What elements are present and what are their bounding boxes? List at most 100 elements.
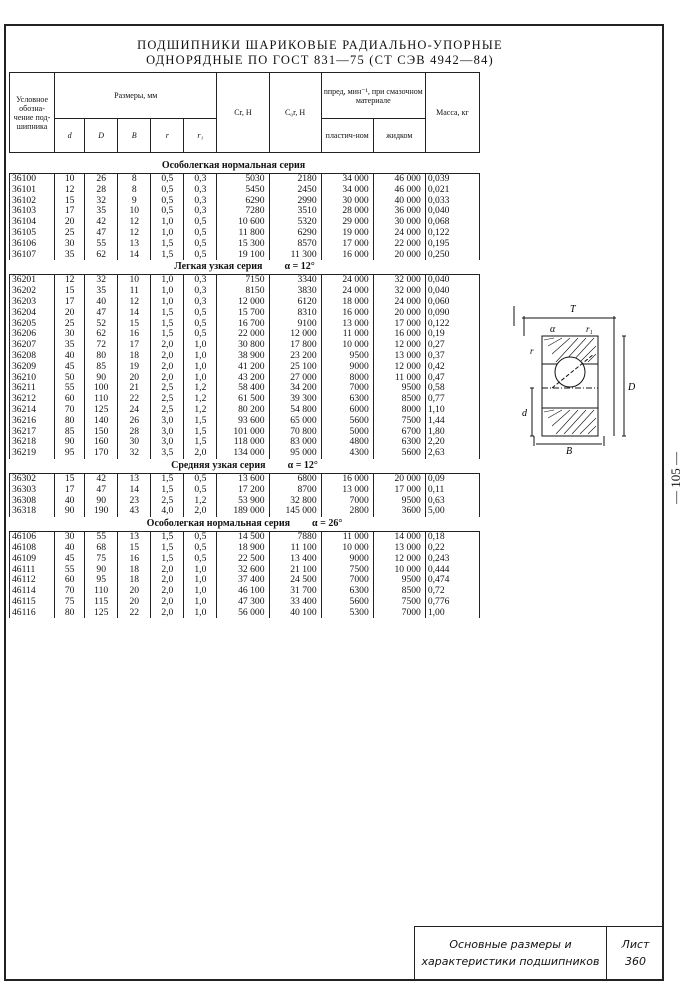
- header-D: D: [84, 118, 119, 153]
- table-cell: 36303: [8, 484, 56, 496]
- table-cell: 5300: [320, 607, 374, 619]
- table-cell: 2450: [268, 184, 322, 196]
- table-cell: 0,039: [424, 172, 481, 185]
- table-cell: 93 600: [216, 415, 270, 427]
- table-cell: 0,250: [424, 249, 481, 261]
- table-cell: 40: [54, 350, 86, 362]
- table-cell: 0,122: [424, 227, 481, 239]
- header-d: d: [54, 118, 86, 153]
- table-cell: 1,00: [424, 607, 481, 619]
- table-cell: 1,10: [424, 404, 481, 416]
- table-cell: 0,18: [424, 531, 481, 543]
- table-cell: 46116: [8, 607, 56, 619]
- table-cell: 12: [54, 274, 86, 287]
- header-cr: Cr, Н: [216, 72, 270, 153]
- table-cell: 0,040: [424, 274, 481, 287]
- table-cell: 12: [54, 184, 86, 196]
- table-cell: 0,776: [424, 596, 481, 608]
- label-T: T: [570, 304, 577, 315]
- table-cell: 5600: [320, 415, 374, 427]
- table-cell: 19: [117, 361, 152, 373]
- table-cell: 3,0: [150, 415, 185, 427]
- table-cell: 140: [84, 415, 119, 427]
- page-title: ПОДШИПНИКИ ШАРИКОВЫЕ РАДИАЛЬНО-УПОРНЫЕ О…: [100, 38, 540, 68]
- table-cell: 10: [54, 172, 86, 185]
- table-cell: 1,0: [183, 361, 218, 373]
- header-sizes: Размеры, мм: [54, 72, 218, 119]
- table-cell: 9000: [320, 553, 374, 565]
- table-cell: 0,5: [183, 307, 218, 319]
- table-cell: 0,060: [424, 296, 481, 308]
- table-cell: 34 000: [320, 184, 374, 196]
- table-cell: 16: [117, 553, 152, 565]
- section-name: Средняя узкая серия: [171, 459, 266, 471]
- header-liquid: жидком: [372, 118, 426, 153]
- table-cell: 0,11: [424, 484, 481, 496]
- label-alpha: α: [550, 324, 556, 335]
- table-cell: 2,20: [424, 437, 481, 449]
- table-cell: 40 100: [268, 607, 322, 619]
- table-cell: 17: [54, 206, 86, 218]
- table-cell: 125: [84, 607, 119, 619]
- table-cell: 13 400: [268, 553, 322, 565]
- table-cell: 56 000: [216, 607, 270, 619]
- table-cell: 40: [54, 542, 86, 554]
- table-cell: 0,090: [424, 307, 481, 319]
- table-cell: 36204: [8, 307, 56, 319]
- table-cell: 70: [54, 585, 86, 597]
- table-cell: 16 000: [320, 307, 374, 319]
- table-cell: 1,5: [183, 415, 218, 427]
- label-D: D: [627, 382, 636, 393]
- table-cell: 22: [117, 607, 152, 619]
- table-cell: 0,474: [424, 574, 481, 587]
- table-cell: 0,122: [424, 318, 481, 330]
- table-cell: 15: [54, 285, 86, 297]
- table-cell: 3,5: [150, 447, 185, 459]
- table-cell: 8310: [268, 307, 322, 319]
- table-cell: 28: [84, 184, 119, 196]
- table-cell: 55: [54, 564, 86, 576]
- table-cell: 15: [54, 195, 86, 207]
- label-B: B: [566, 446, 572, 456]
- table-cell: 8700: [268, 484, 322, 496]
- table-cell: 2,0: [183, 447, 218, 459]
- table-cell: 7000: [372, 607, 426, 619]
- table-cell: 0,72: [424, 585, 481, 597]
- table-cell: 1,80: [424, 426, 481, 438]
- table-cell: 12 000: [372, 361, 426, 373]
- table-cell: 5,00: [424, 506, 481, 518]
- section-name: Легкая узкая серия: [174, 260, 263, 272]
- table-cell: 1,5: [150, 307, 185, 319]
- table-cell: 19 100: [216, 249, 270, 261]
- table-cell: 32: [117, 447, 152, 459]
- table-cell: 0,040: [424, 285, 481, 297]
- table-cell: 0,444: [424, 564, 481, 576]
- table-cell: 90: [54, 506, 86, 518]
- table-cell: 0,47: [424, 372, 481, 384]
- table-cell: 36209: [8, 361, 56, 373]
- label-d: d: [522, 408, 528, 419]
- table-cell: 0,37: [424, 350, 481, 362]
- table-cell: 40: [54, 495, 86, 507]
- section-name: Особолегкая нормальная серия: [146, 517, 291, 529]
- title-line-2: ОДНОРЯДНЫЕ ПО ГОСТ 831—75 (СТ СЭВ 4942—8…: [146, 53, 494, 67]
- table-cell: 0,58: [424, 383, 481, 395]
- table-cell: 20: [54, 307, 86, 319]
- table-cell: 0,3: [183, 184, 218, 196]
